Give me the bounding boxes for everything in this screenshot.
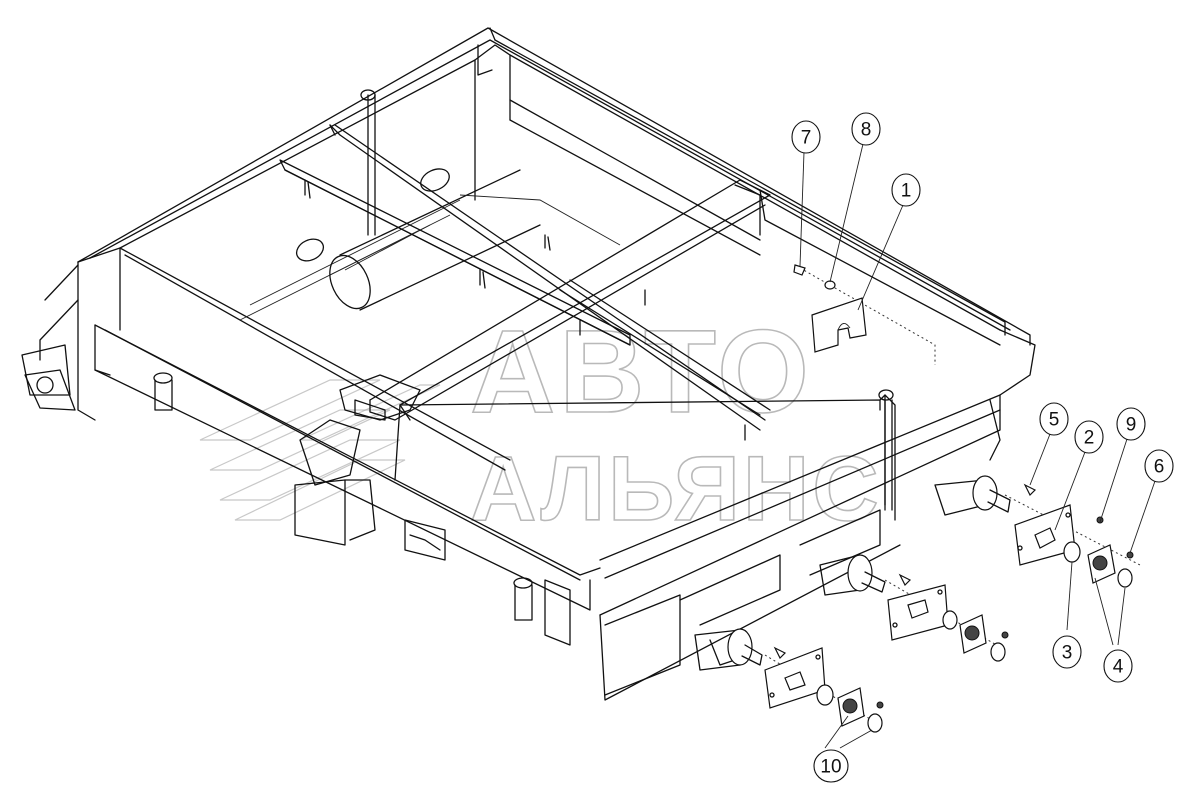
svg-text:9: 9 — [1126, 415, 1137, 436]
top-hardware — [793, 264, 936, 365]
watermark-line2: АЛЬЯНС — [470, 438, 882, 540]
callout-3: 3 — [1052, 635, 1082, 669]
bearing-set-middle — [884, 573, 1009, 662]
svg-text:4: 4 — [1113, 657, 1124, 678]
bearing-set-rear — [1004, 483, 1141, 588]
callout-10: 10 — [813, 749, 849, 783]
svg-text:3: 3 — [1062, 643, 1073, 664]
callout-1: 1 — [891, 173, 921, 207]
svg-text:8: 8 — [861, 120, 872, 141]
bearing-set-front — [764, 646, 884, 733]
watermark-logo-mark-icon — [199, 379, 441, 521]
svg-text:7: 7 — [801, 128, 812, 149]
svg-text:10: 10 — [820, 757, 841, 778]
callout-leaders — [799, 143, 1156, 749]
shaft-assemblies — [694, 475, 1011, 671]
callout-6: 6 — [1144, 449, 1174, 483]
watermark-logo: АВТО АЛЬЯНС — [199, 305, 882, 541]
callout-2: 2 — [1074, 420, 1104, 454]
callout-7: 7 — [791, 120, 821, 154]
callout-8: 8 — [851, 112, 881, 146]
svg-text:6: 6 — [1154, 457, 1165, 478]
svg-text:2: 2 — [1084, 428, 1095, 449]
cover-plate — [811, 297, 867, 353]
frame-body — [21, 27, 1036, 701]
callout-9: 9 — [1116, 407, 1146, 441]
callout-4: 4 — [1103, 649, 1133, 683]
callout-5: 5 — [1039, 402, 1069, 436]
svg-text:1: 1 — [901, 181, 912, 202]
svg-text:5: 5 — [1049, 410, 1060, 431]
watermark-line1: АВТО — [470, 306, 813, 438]
